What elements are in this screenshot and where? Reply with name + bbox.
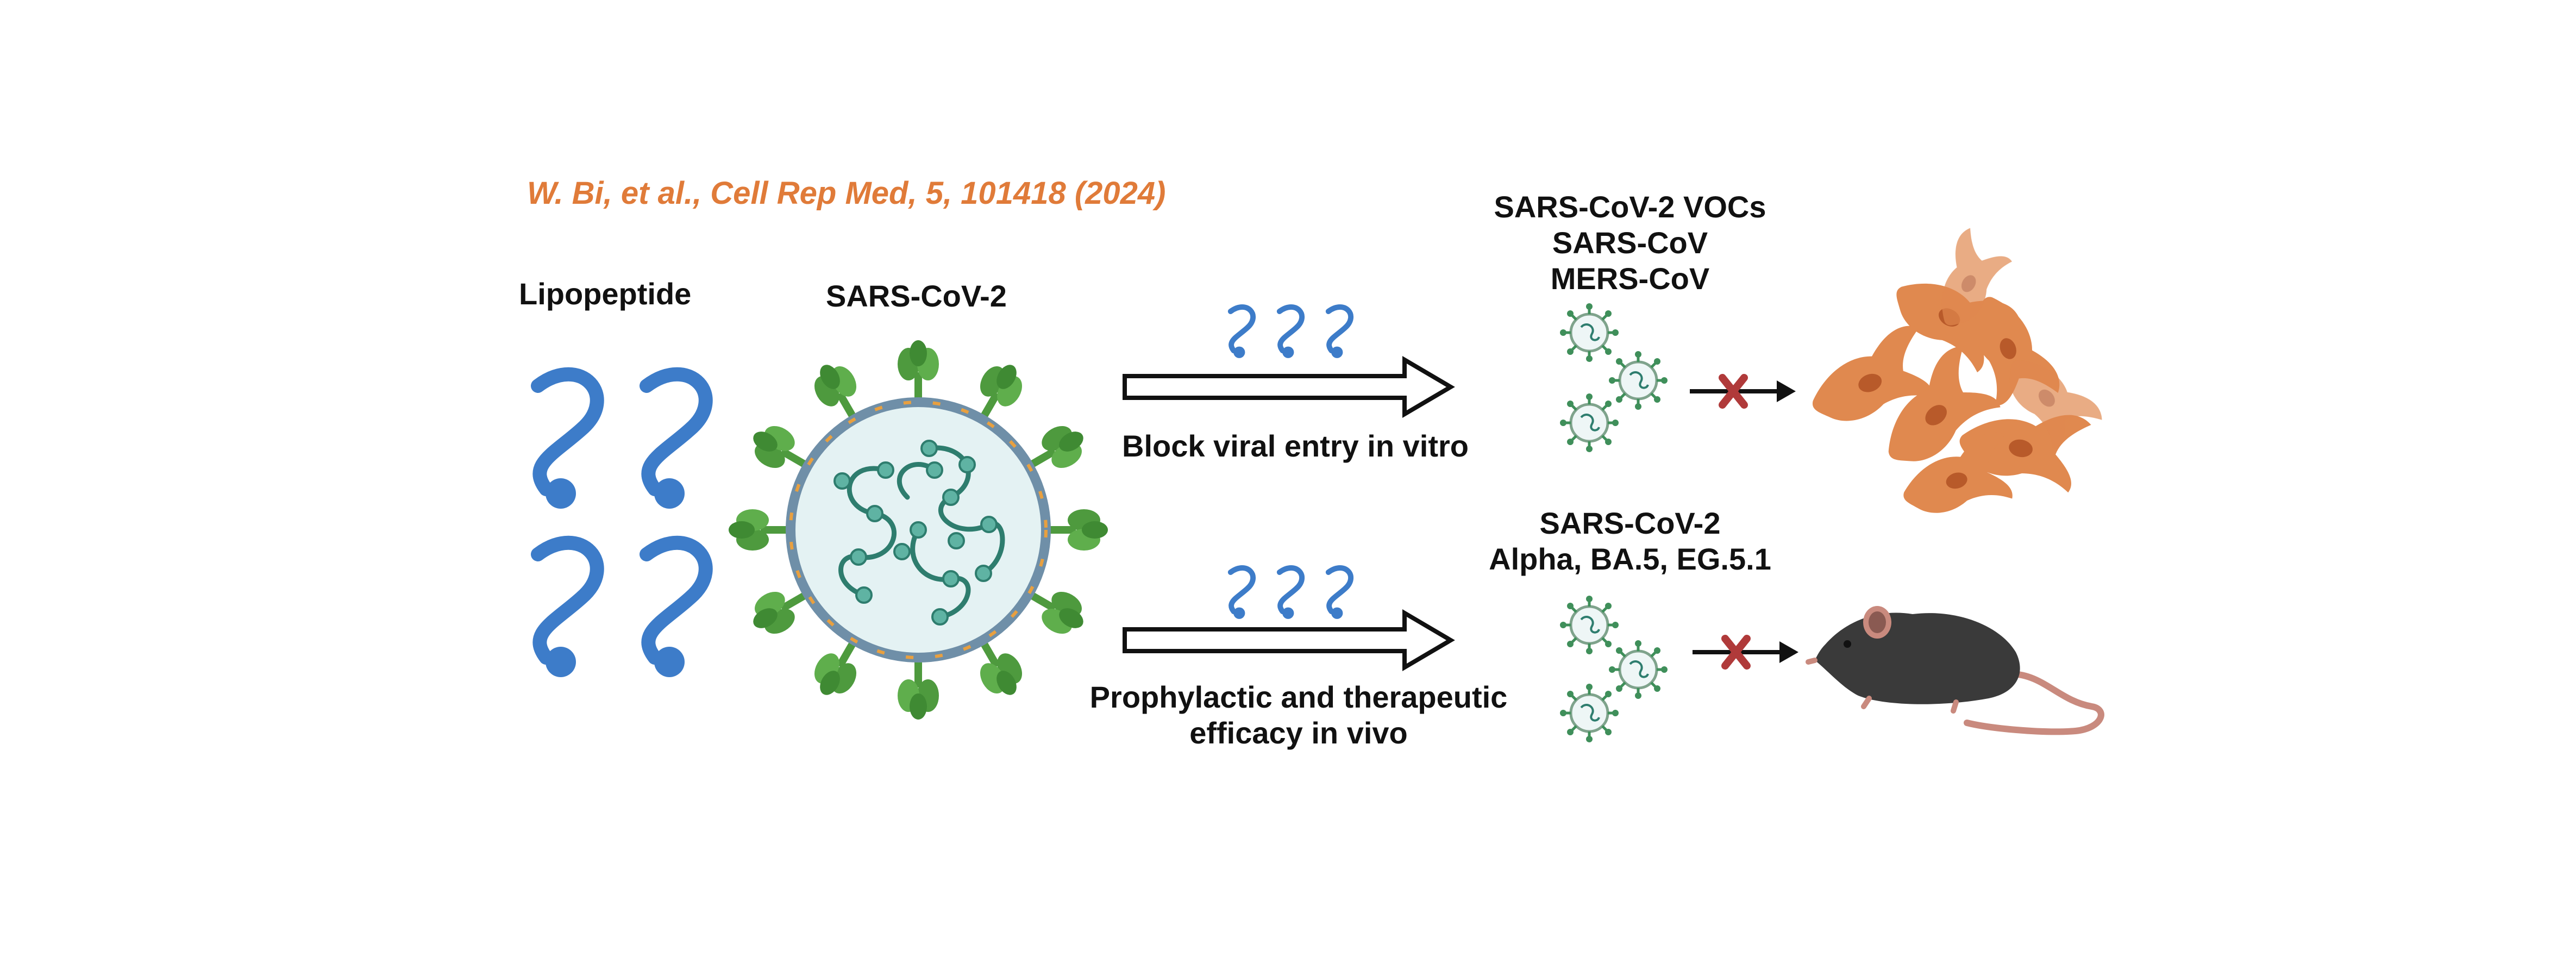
lipopeptide-icon [538, 374, 597, 509]
small-lipopeptides-vivo [1231, 568, 1351, 619]
in-vitro-target-2: SARS-CoV [1552, 226, 1708, 260]
in-vitro-target-1: SARS-CoV-2 VOCs [1494, 190, 1766, 224]
in-vitro-caption: Block viral entry in vitro [1122, 429, 1469, 463]
citation: W. Bi, et al., Cell Rep Med, 5, 101418 (… [527, 176, 1166, 211]
in-vivo-caption: Prophylactic and therapeutic efficacy in… [1070, 679, 1527, 751]
block-arrow-vivo [1693, 635, 1798, 670]
small-lipopeptides-vitro [1231, 307, 1351, 358]
in-vitro-arrow [1123, 356, 1455, 418]
block-arrow-vitro [1690, 374, 1796, 409]
lipopeptide-icon [647, 543, 706, 677]
block-x-icon [1719, 374, 1748, 409]
in-vivo-target-1: SARS-CoV-2 [1539, 506, 1721, 540]
in-vivo-target-2: Alpha, BA.5, EG.5.1 [1489, 542, 1771, 576]
virus-variants-vivo [1560, 596, 1668, 742]
lipopeptide-icon [538, 543, 597, 677]
lipopeptide-icon [647, 374, 706, 509]
in-vivo-caption-line-1: Prophylactic and therapeutic [1089, 680, 1508, 714]
in-vitro-targets: SARS-CoV-2 VOCs SARS-CoV MERS-CoV [1467, 189, 1793, 297]
in-vivo-caption-line-2: efficacy in vivo [1189, 716, 1408, 750]
lipopeptide-group [538, 374, 706, 677]
virus-variants-vitro [1560, 303, 1668, 452]
cell-icon [1798, 226, 2106, 526]
virus-label: SARS-CoV-2 [826, 279, 1007, 313]
coronavirus-icon [729, 340, 1108, 720]
in-vivo-targets: SARS-CoV-2 Alpha, BA.5, EG.5.1 [1440, 505, 1820, 577]
mouse-icon [1806, 606, 2104, 735]
in-vitro-target-3: MERS-CoV [1550, 261, 1710, 296]
in-vivo-arrow [1123, 609, 1455, 671]
lipopeptide-label: Lipopeptide [519, 277, 692, 311]
block-x-icon [1721, 635, 1751, 670]
